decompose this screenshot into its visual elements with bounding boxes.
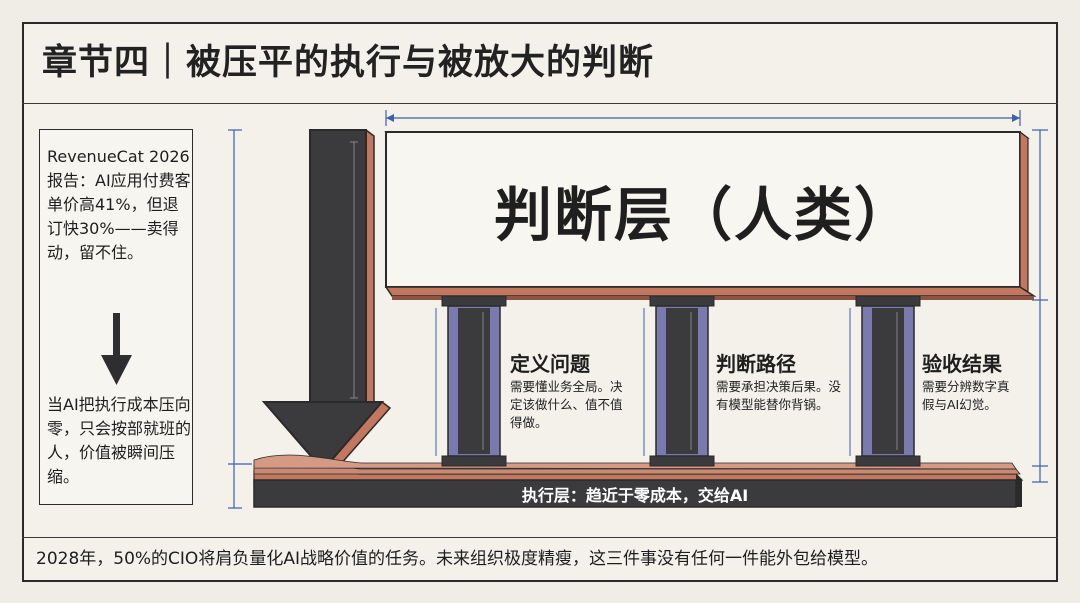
pillar-3-desc: 需要分辨数字真假与AI幻觉。 [922, 379, 1010, 412]
footer-divider [22, 537, 1058, 538]
top-dimension-line [385, 110, 1021, 126]
pillar-1-title: 定义问题 [510, 352, 590, 376]
pillar-3 [849, 295, 921, 467]
pressure-arrow-icon [261, 129, 392, 475]
sidebar-quote: RevenueCat 2026报告：AI应用付费客单价高41%，但退订快30%—… [47, 147, 191, 262]
pillar-1 [435, 295, 507, 467]
pillar-2-title: 判断路径 [716, 352, 796, 376]
page-title: 章节四｜被压平的执行与被放大的判断 [42, 43, 655, 83]
sidebar-conclusion: 当AI把执行成本压向零，只会按部就班的人，价值被瞬间压缩。 [47, 395, 192, 486]
judgment-slab [384, 130, 1037, 300]
pillar-1-desc: 需要懂业务全局。决定该做什么、值不值得做。 [510, 379, 623, 430]
execution-layer-label: 执行层：趋近于零成本，交给AI [521, 486, 749, 505]
title-divider [22, 103, 1058, 104]
sidebar-down-arrow-icon [101, 313, 132, 385]
left-dimension-line [228, 129, 252, 509]
judgment-layer-title: 判断层（人类） [493, 181, 914, 249]
pillar-2-desc: 需要承担决策后果。没有模型能替你背锅。 [716, 379, 842, 412]
right-dimension-line [1032, 129, 1048, 483]
pillar-2 [643, 295, 715, 467]
footer-text: 2028年，50%的CIO将肩负量化AI战略价值的任务。未来组织极度精瘦，这三件… [36, 549, 878, 569]
pillar-3-title: 验收结果 [922, 352, 1002, 376]
